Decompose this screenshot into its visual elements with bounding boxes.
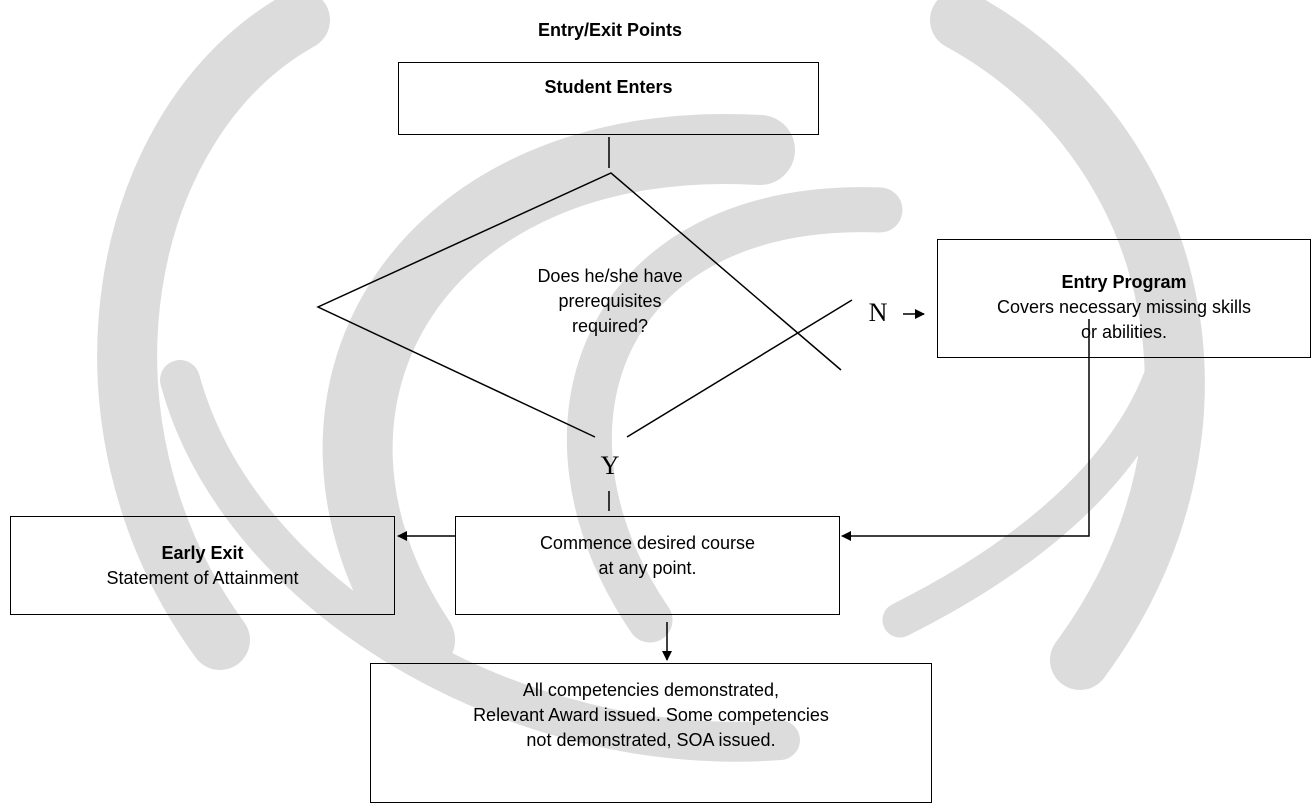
outcome-line: Relevant Award issued. Some competencies — [473, 705, 829, 725]
decision-diamond-right-lower — [626, 299, 853, 438]
commence-line: Commence desired course — [539, 533, 756, 553]
decision-line: prerequisites — [558, 291, 662, 311]
commence-line: at any point. — [598, 558, 697, 578]
outcome-line: not demonstrated, SOA issued. — [526, 730, 776, 750]
early-exit-title: Early Exit — [161, 543, 244, 563]
decision-line: Does he/she have — [537, 266, 683, 286]
decision-line: required? — [571, 316, 649, 336]
outcome-box: All competencies demonstrated, Relevant … — [370, 663, 932, 803]
start-box: Student Enters — [398, 62, 819, 135]
branch-label-yes: Y — [600, 451, 620, 480]
decision-text: Does he/she have prerequisites required? — [480, 264, 740, 339]
entry-program-title: Entry Program — [1061, 272, 1187, 292]
decision-diamond — [316, 172, 842, 438]
early-exit-subtitle: Statement of Attainment — [106, 568, 299, 588]
watermark-logo — [97, 0, 1205, 762]
branch-label-no: N — [868, 298, 888, 327]
commence-box: Commence desired course at any point. — [455, 516, 840, 615]
entry-program-line: Covers necessary missing skills — [996, 297, 1252, 317]
early-exit-box: Early Exit Statement of Attainment — [10, 516, 395, 615]
diagram-title: Entry/Exit Points — [537, 20, 683, 40]
outcome-line: All competencies demonstrated, — [522, 680, 780, 700]
flow-connectors — [316, 137, 1090, 661]
connector-entry-commence — [841, 319, 1090, 541]
start-box-label: Student Enters — [544, 77, 673, 97]
entry-program-box: Entry Program Covers necessary missing s… — [937, 239, 1311, 358]
entry-program-line: or abilities. — [1080, 322, 1168, 342]
